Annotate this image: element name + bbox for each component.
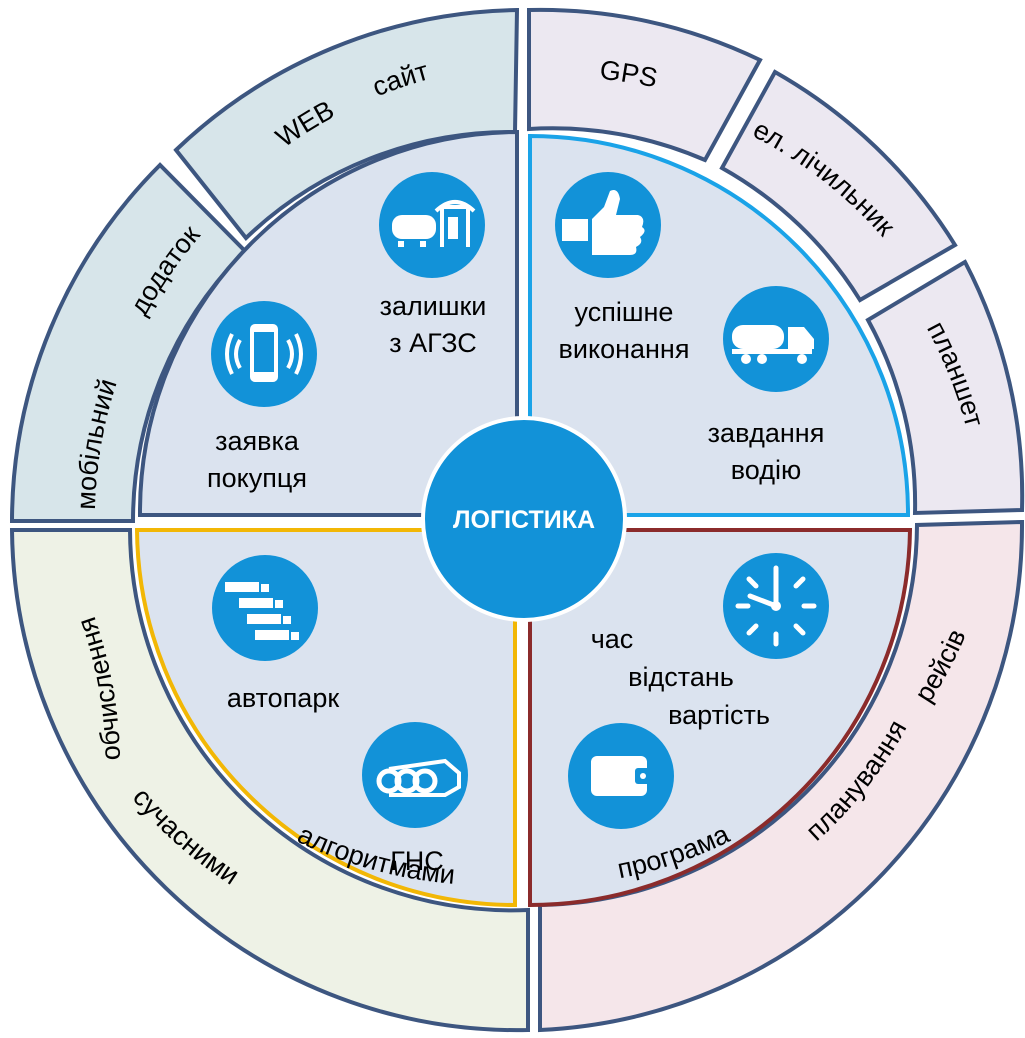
center-label: ЛОГІСТИКА xyxy=(453,506,595,534)
segment-mobile-app xyxy=(9,162,248,523)
gas-station-label-line2: з АГЗС xyxy=(389,328,476,358)
driver-task-label-line2: водію xyxy=(731,455,801,485)
segment-web-site xyxy=(173,7,520,241)
gas-station-icon xyxy=(379,172,485,278)
gas-cylinders-icon xyxy=(362,722,468,828)
cost-label: вартість xyxy=(668,700,770,730)
segment-computing xyxy=(9,528,530,1033)
segment-planning xyxy=(538,519,1025,1033)
thumbs-up-icon xyxy=(555,172,661,278)
success-label-line1: успішне xyxy=(575,297,674,327)
smartphone-icon xyxy=(211,301,317,407)
gns-label: ГНС xyxy=(390,846,444,876)
quadrant-icons xyxy=(211,172,829,829)
quadrant-labels: залишки з АГЗС заявка покупця успішне ви… xyxy=(207,291,824,876)
success-label-line2: виконання xyxy=(559,334,690,364)
tanker-truck-icon xyxy=(723,286,829,392)
truck-fleet-icon xyxy=(212,555,318,661)
gas-station-label-line1: залишки xyxy=(380,291,487,321)
center-hub: ЛОГІСТИКА xyxy=(421,416,627,622)
segment-tablet xyxy=(865,259,1025,516)
outer-ring xyxy=(9,7,1025,1033)
distance-label: відстань xyxy=(628,662,734,692)
time-label: час xyxy=(591,624,634,654)
fleet-label: автопарк xyxy=(227,683,339,713)
customer-order-label-line2: покупця xyxy=(207,463,307,493)
clock-icon xyxy=(723,553,829,659)
wallet-icon xyxy=(568,723,674,829)
customer-order-label-line1: заявка xyxy=(215,426,300,456)
driver-task-label-line1: завдання xyxy=(708,418,825,448)
segment-electric-meter xyxy=(719,69,958,303)
segment-gps xyxy=(527,7,763,163)
